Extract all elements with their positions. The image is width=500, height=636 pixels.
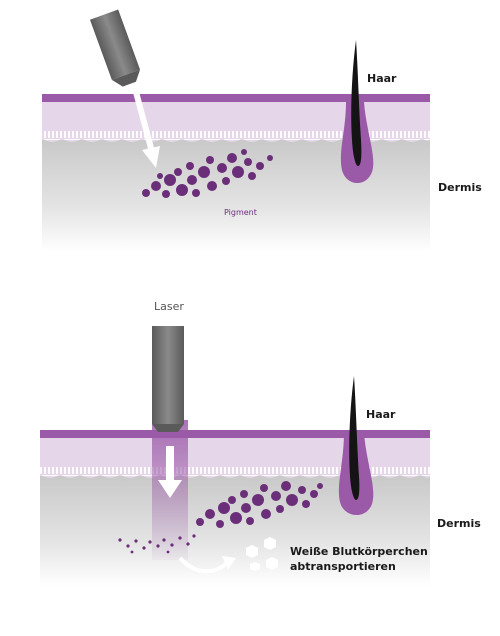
white-cells-label-line1: Weiße Blutkörperchen <box>290 545 428 558</box>
pigment-fragments <box>118 534 196 554</box>
teeth-bottom <box>40 467 430 474</box>
dermis-label-top: Dermis <box>438 181 482 194</box>
skin-wave-bottom <box>40 474 430 478</box>
laser-handpiece-icon <box>89 9 141 87</box>
pigment-cluster-top <box>142 149 273 198</box>
hair-icon <box>351 40 362 166</box>
skin-wave-top <box>42 138 430 142</box>
white-blood-cell-icon <box>246 537 278 571</box>
pigment-label: Pigment <box>224 208 257 217</box>
laser-label: Laser <box>154 300 184 313</box>
hair-label-top: Haar <box>367 72 397 85</box>
white-cells-label-line2: abtransportieren <box>290 560 396 573</box>
top-panel <box>42 9 430 252</box>
surface-band-top <box>42 94 430 102</box>
curved-arrow-icon <box>178 556 236 574</box>
arrow-down-icon <box>133 91 160 168</box>
teeth-top <box>42 131 430 138</box>
dermis-label-bottom: Dermis <box>437 517 481 530</box>
pigment-cluster-bottom <box>196 481 323 528</box>
laser-handpiece-icon <box>152 326 184 432</box>
hair-icon <box>349 376 360 500</box>
bottom-panel <box>40 326 430 586</box>
arrow-down-icon <box>158 446 182 498</box>
surface-band-bottom <box>40 430 430 438</box>
hair-label-bottom: Haar <box>366 408 396 421</box>
